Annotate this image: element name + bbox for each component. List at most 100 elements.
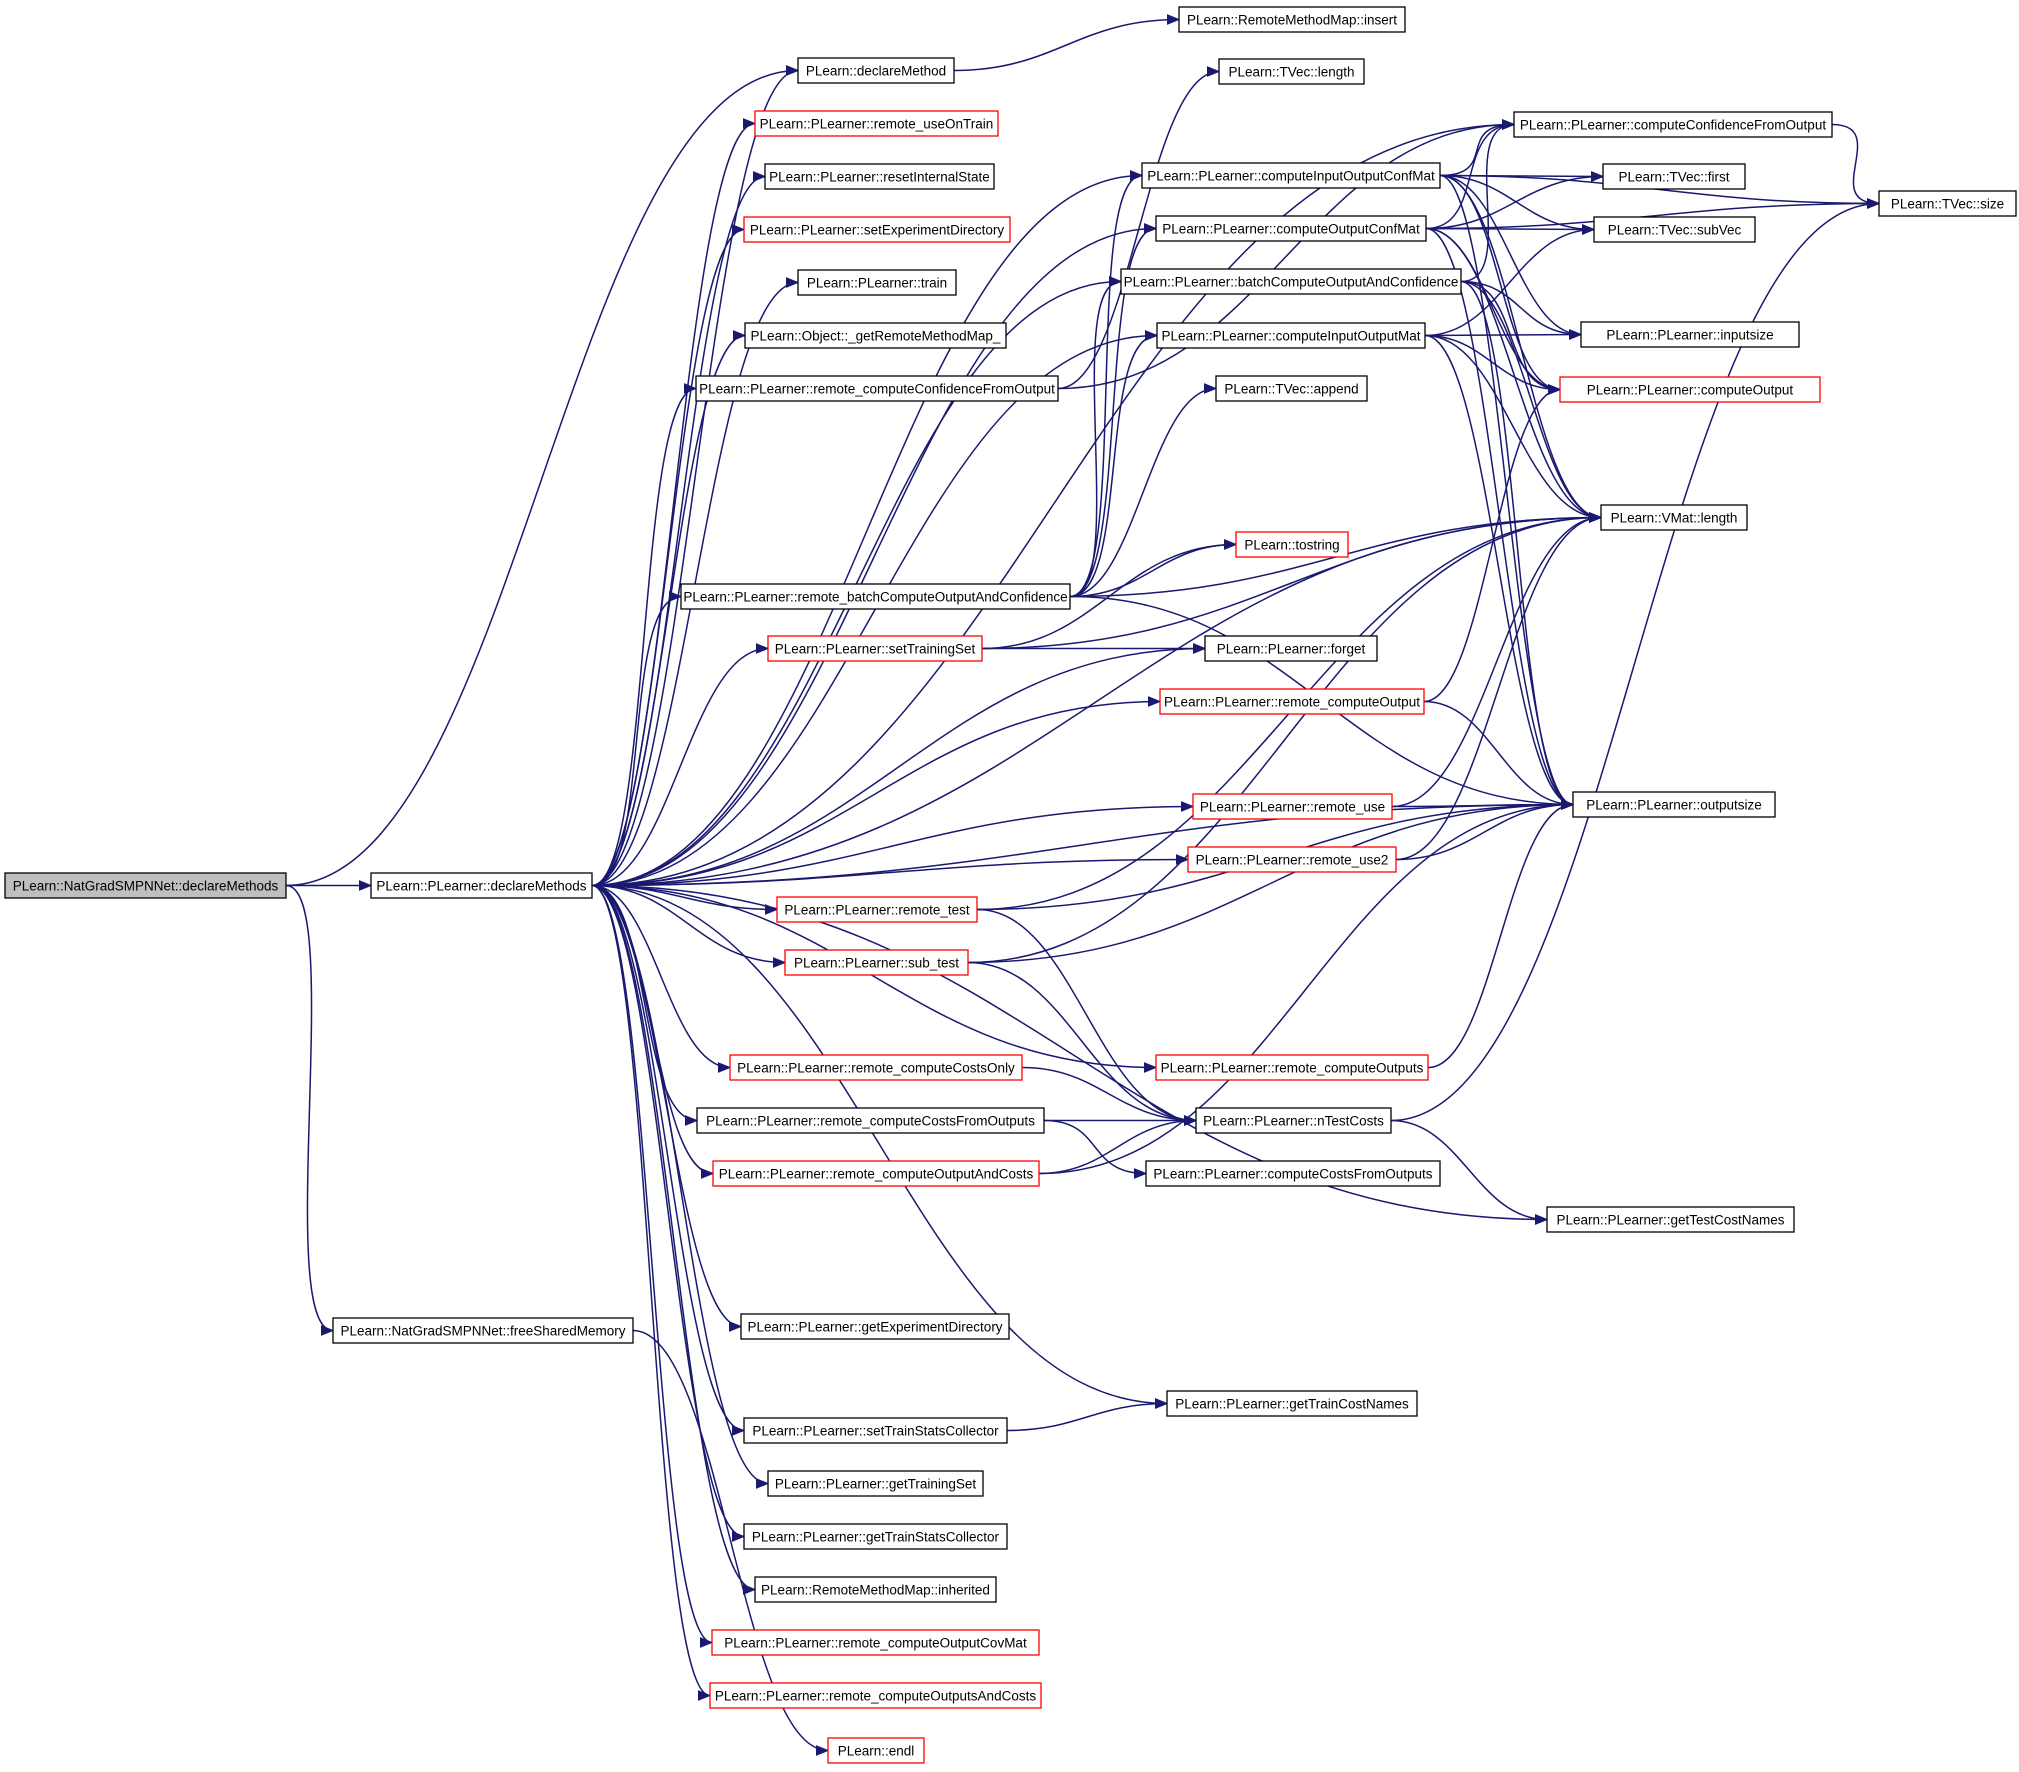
node-plearn-natgradsmpnnet-freesharedmemory[interactable]: PLearn::NatGradSMPNNet::freeSharedMemory: [332, 1317, 634, 1344]
node-label: PLearn::PLearner::batchComputeOutputAndC…: [1124, 275, 1459, 290]
node-plearn-remotemethodmap-inherited[interactable]: PLearn::RemoteMethodMap::inherited: [754, 1576, 997, 1603]
node-plearn-plearner-remote-use2[interactable]: PLearn::PLearner::remote_use2: [1187, 846, 1397, 873]
edge-n1-to-n40: [591, 884, 1169, 1409]
node-plearn-tvec-subvec[interactable]: PLearn::TVec::subVec: [1593, 216, 1756, 243]
node-plearn-tvec-length[interactable]: PLearn::TVec::length: [1218, 58, 1365, 85]
node-plearn-plearner-computeoutputconfmat[interactable]: PLearn::PLearner::computeOutputConfMat: [1155, 215, 1427, 242]
edge-n19-to-n40: [1006, 1398, 1169, 1432]
node-box: [1600, 504, 1748, 531]
node-box: [1192, 793, 1393, 820]
node-plearn-plearner-remote-computeoutputs[interactable]: PLearn::PLearner::remote_computeOutputs: [1155, 1054, 1429, 1081]
node-plearn-plearner-batchcomputeoutputandconfidence[interactable]: PLearn::PLearner::batchComputeOutputAndC…: [1120, 268, 1462, 295]
node-plearn-plearner-remote-computeoutputcovmat[interactable]: PLearn::PLearner::remote_computeOutputCo…: [711, 1629, 1040, 1656]
edge-n1-to-n7: [591, 224, 746, 887]
edge-n28-to-n41: [1425, 119, 1516, 230]
edge-n1-to-n35: [591, 801, 1195, 887]
node-box: [1602, 163, 1746, 190]
edge-n41-to-n49: [1831, 123, 1881, 209]
node-label: PLearn::PLearner::resetInternalState: [769, 170, 990, 185]
edges-layer: [285, 14, 1881, 1756]
node-plearn-declaremethod[interactable]: PLearn::declareMethod: [797, 57, 955, 84]
node-label: PLearn::PLearner::remote_computeOutputCo…: [724, 1636, 1027, 1651]
node-plearn-plearner-gettrainingset[interactable]: PLearn::PLearner::getTrainingSet: [767, 1470, 984, 1497]
edge-n1-to-n16: [591, 884, 699, 1126]
node-box: [743, 1523, 1008, 1550]
node-plearn-plearner-remote-computecostsonly[interactable]: PLearn::PLearner::remote_computeCostsOnl…: [729, 1054, 1023, 1081]
edge-n10-to-n26: [1057, 66, 1221, 390]
node-box: [797, 269, 957, 296]
node-plearn-plearner-computecostsfromoutputs[interactable]: PLearn::PLearner::computeCostsFromOutput…: [1145, 1160, 1441, 1187]
node-plearn-plearner-setexperimentdirectory[interactable]: PLearn::PLearner::setExperimentDirectory: [743, 216, 1011, 243]
node-plearn-vmat-length[interactable]: PLearn::VMat::length: [1600, 504, 1748, 531]
node-plearn-plearner-inputsize[interactable]: PLearn::PLearner::inputsize: [1580, 321, 1800, 348]
node-box: [1120, 268, 1462, 295]
node-box: [1572, 791, 1776, 818]
node-plearn-plearner-sub-test[interactable]: PLearn::PLearner::sub_test: [784, 949, 969, 976]
node-plearn-plearner-outputsize[interactable]: PLearn::PLearner::outputsize: [1572, 791, 1776, 818]
node-plearn-plearner-getexperimentdirectory[interactable]: PLearn::PLearner::getExperimentDirectory: [740, 1313, 1010, 1340]
node-plearn-tvec-append[interactable]: PLearn::TVec::append: [1215, 375, 1368, 402]
node-plearn-plearner-remote-test[interactable]: PLearn::PLearner::remote_test: [776, 896, 978, 923]
edge-n1-to-n23: [591, 884, 714, 1648]
node-plearn-plearner-gettrainstatscollector[interactable]: PLearn::PLearner::getTrainStatsCollector: [743, 1523, 1008, 1550]
edge-n0-to-n3: [285, 65, 800, 887]
node-plearn-plearner-settrainstatscollector[interactable]: PLearn::PLearner::setTrainStatsCollector: [743, 1417, 1008, 1444]
node-plearn-endl[interactable]: PLearn::endl: [827, 1737, 925, 1764]
node-plearn-plearner-gettestcostnames[interactable]: PLearn::PLearner::getTestCostNames: [1546, 1206, 1795, 1233]
node-label: PLearn::RemoteMethodMap::inherited: [761, 1583, 990, 1598]
node-plearn-plearner-computeconfidencefromoutput[interactable]: PLearn::PLearner::computeConfidenceFromO…: [1513, 111, 1833, 138]
node-box: [1195, 1107, 1392, 1134]
node-plearn-plearner-remote-useontrain[interactable]: PLearn::PLearner::remote_useOnTrain: [754, 110, 999, 137]
node-plearn-plearner-computeinputoutputconfmat[interactable]: PLearn::PLearner::computeInputOutputConf…: [1141, 162, 1441, 189]
node-plearn-tvec-size[interactable]: PLearn::TVec::size: [1878, 190, 2017, 217]
edge-n27-to-n43: [1439, 174, 1596, 235]
node-plearn-plearner-remote-batchcomputeoutputandconfidence[interactable]: PLearn::PLearner::remote_batchComputeOut…: [680, 583, 1071, 610]
node-plearn-tvec-first[interactable]: PLearn::TVec::first: [1602, 163, 1746, 190]
node-box: [1215, 375, 1368, 402]
node-plearn-plearner-ntestcosts[interactable]: PLearn::PLearner::nTestCosts: [1195, 1107, 1392, 1134]
node-plearn-plearner-forget[interactable]: PLearn::PLearner::forget: [1204, 635, 1378, 662]
node-plearn-plearner-train[interactable]: PLearn::PLearner::train: [797, 269, 957, 296]
node-plearn-plearner-remote-computecostsfromoutputs[interactable]: PLearn::PLearner::remote_computeCostsFro…: [696, 1107, 1045, 1134]
node-box: [695, 375, 1059, 402]
edge-n37-to-n47: [1427, 799, 1575, 1069]
node-box: [680, 583, 1071, 610]
node-plearn-plearner-remote-computeconfidencefromoutput[interactable]: PLearn::PLearner::remote_computeConfiden…: [695, 375, 1059, 402]
node-box: [764, 163, 995, 190]
node-plearn-remotemethodmap-insert[interactable]: PLearn::RemoteMethodMap::insert: [1178, 6, 1406, 33]
edge-n38-to-n48: [1390, 1119, 1549, 1225]
node-box: [1159, 688, 1425, 715]
node-label: PLearn::PLearner::getTrainingSet: [775, 1477, 977, 1492]
edge-n1-to-n19: [591, 884, 746, 1436]
node-plearn-plearner-computeinputoutputmat[interactable]: PLearn::PLearner::computeInputOutputMat: [1156, 322, 1426, 349]
node-plearn-plearner-settrainingset[interactable]: PLearn::PLearner::setTrainingSet: [767, 635, 983, 662]
node-plearn-natgradsmpnnet-declaremethods[interactable]: PLearn::NatGradSMPNNet::declareMethods: [4, 872, 287, 899]
edge-n14-to-n47: [967, 799, 1575, 964]
node-label: PLearn::PLearner::computeOutput: [1587, 383, 1794, 398]
edge-n15-to-n38: [1021, 1066, 1198, 1126]
node-plearn-plearner-computeoutput[interactable]: PLearn::PLearner::computeOutput: [1559, 376, 1821, 403]
node-plearn-plearner-gettraincostnames[interactable]: PLearn::PLearner::getTrainCostNames: [1166, 1390, 1418, 1417]
node-plearn-plearner-remote-use[interactable]: PLearn::PLearner::remote_use: [1192, 793, 1393, 820]
node-box: [776, 896, 978, 923]
node-box: [1559, 376, 1821, 403]
node-plearn-tostring[interactable]: PLearn::tostring: [1235, 531, 1349, 558]
edge-n29-to-n44: [1460, 280, 1583, 340]
node-label: PLearn::PLearner::remote_use: [1200, 800, 1385, 815]
edge-n29-to-n46: [1460, 280, 1603, 523]
edge-n1-to-n6: [591, 171, 767, 887]
node-box: [754, 110, 999, 137]
node-label: PLearn::PLearner::declareMethods: [376, 879, 586, 894]
node-plearn-plearner-declaremethods[interactable]: PLearn::PLearner::declareMethods: [370, 872, 593, 899]
node-plearn-plearner-remote-computeoutputandcosts[interactable]: PLearn::PLearner::remote_computeOutputAn…: [712, 1160, 1040, 1187]
node-plearn-plearner-remote-computeoutput[interactable]: PLearn::PLearner::remote_computeOutput: [1159, 688, 1425, 715]
node-label: PLearn::TVec::append: [1224, 382, 1358, 397]
edge-n1-to-n48: [591, 884, 1549, 1225]
node-label: PLearn::PLearner::computeConfidenceFromO…: [1520, 118, 1826, 133]
node-plearn-plearner-remote-computeoutputsandcosts[interactable]: PLearn::PLearner::remote_computeOutputsA…: [709, 1682, 1042, 1709]
node-label: PLearn::TVec::subVec: [1608, 223, 1742, 238]
node-plearn-object-getremotemethodmap[interactable]: PLearn::Object::_getRemoteMethodMap_: [744, 322, 1007, 349]
node-plearn-plearner-resetinternalstate[interactable]: PLearn::PLearner::resetInternalState: [764, 163, 995, 190]
node-label: PLearn::PLearner::remote_computeCostsFro…: [706, 1114, 1035, 1129]
node-label: PLearn::TVec::length: [1228, 65, 1354, 80]
